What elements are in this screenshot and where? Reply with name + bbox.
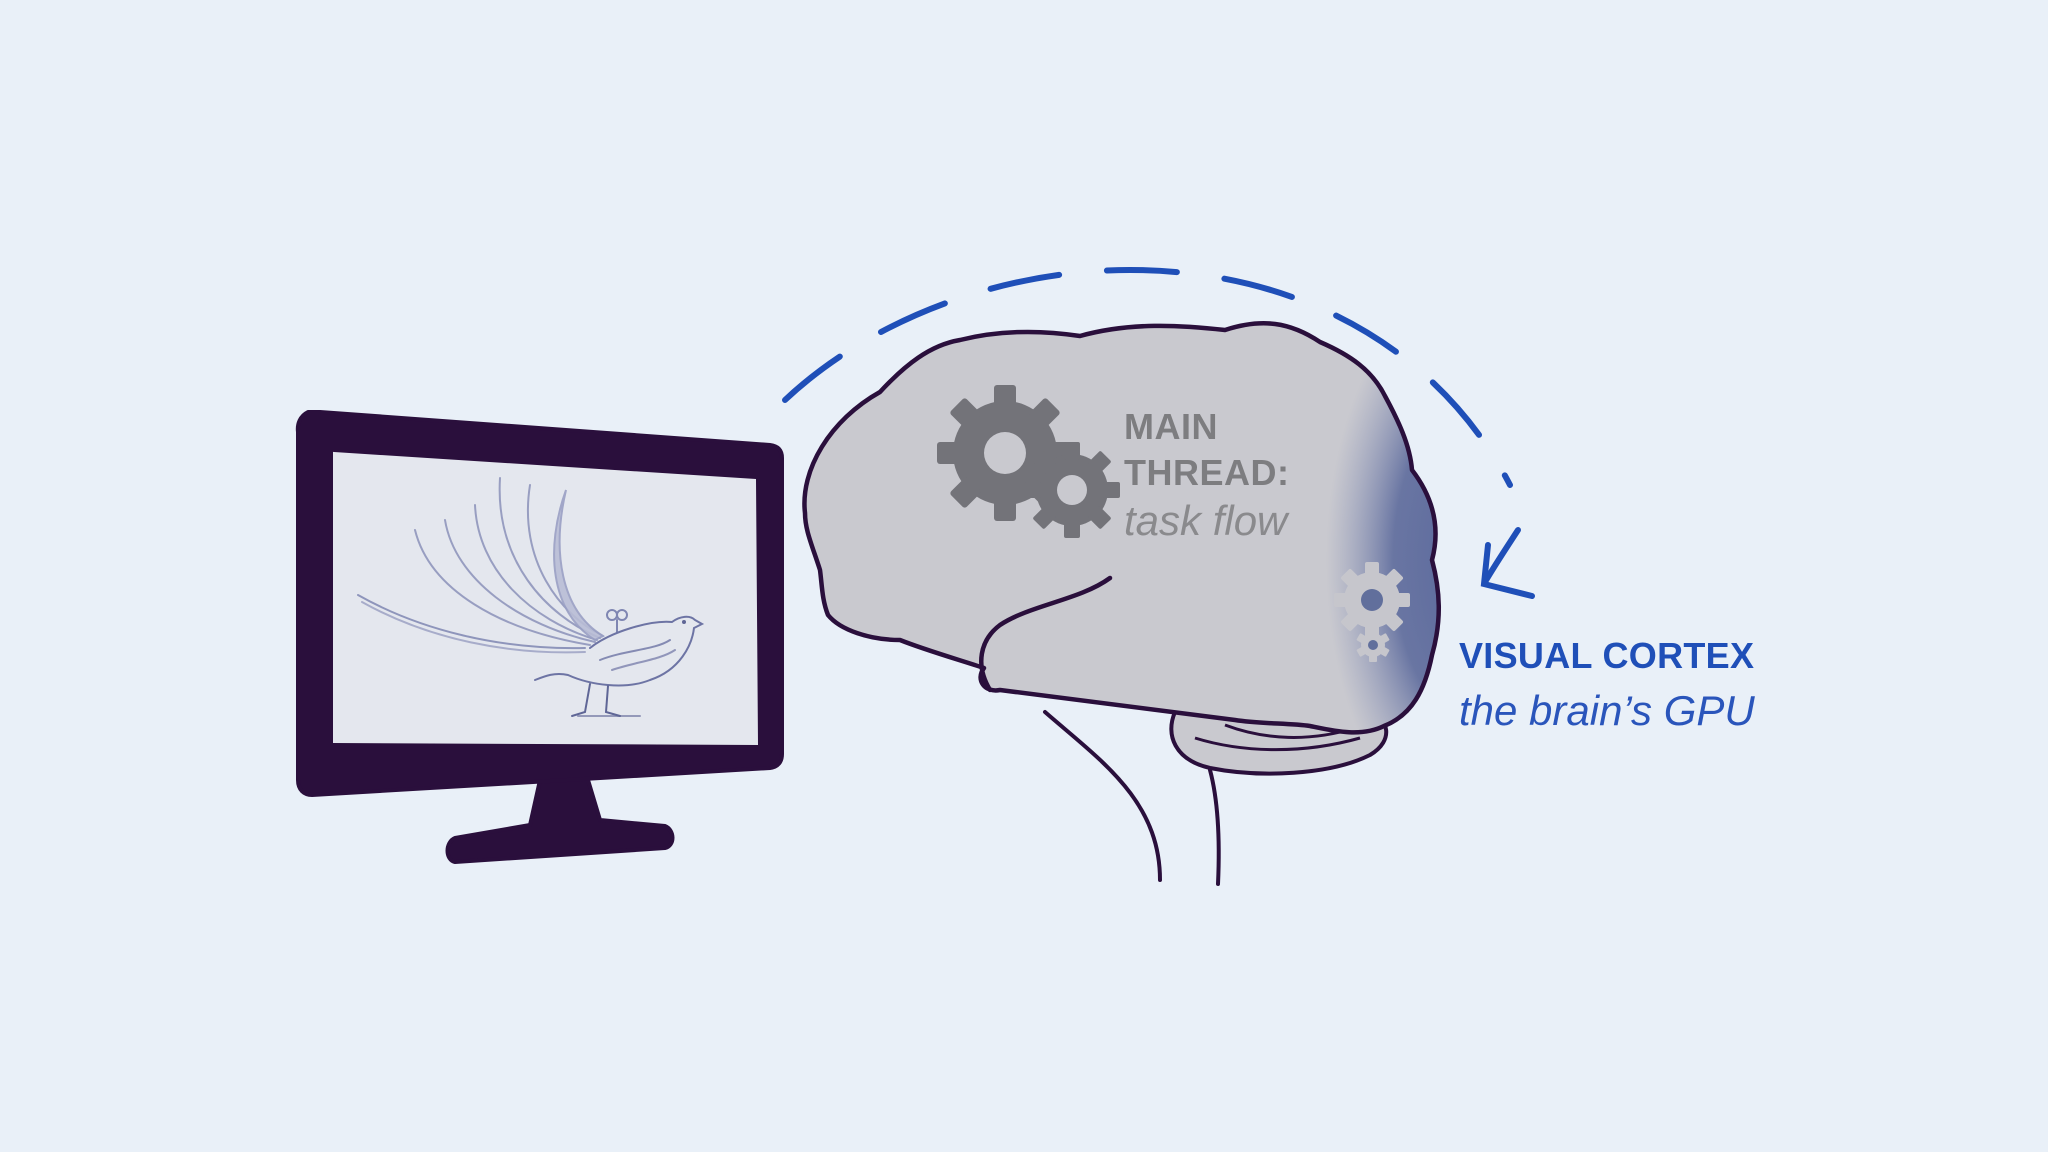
main-thread-subtitle: task flow [1124,497,1288,544]
gear-icon [1334,562,1410,662]
main-thread-label: MAIN THREAD: [1124,404,1289,496]
dashed-arc-arrow [782,266,1535,599]
main-thread-title-line1: MAIN [1124,406,1218,447]
visual-cortex-region [1290,350,1439,733]
monitor-icon [295,410,784,864]
main-thread-title-line2: THREAD: [1124,452,1290,493]
visual-cortex-title: VISUAL CORTEX [1459,635,1755,676]
visual-cortex-subtitle: the brain’s GPU [1459,687,1755,734]
bird-sketch [357,477,705,717]
gear-icon [937,385,1120,538]
